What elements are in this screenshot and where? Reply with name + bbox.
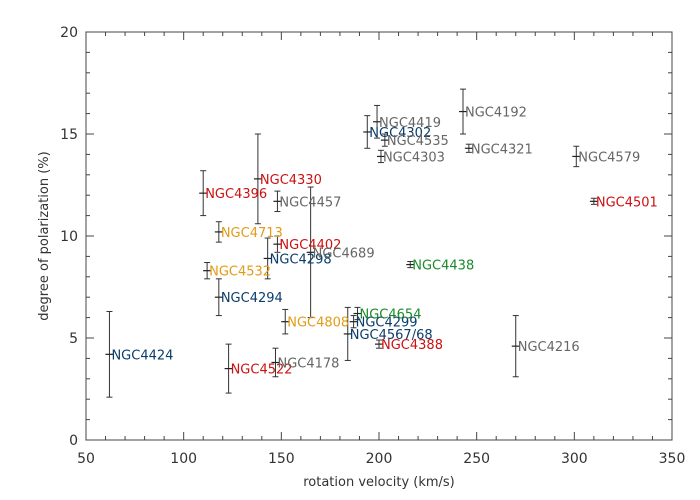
point-label: NGC4654 bbox=[360, 308, 422, 323]
point-label: NGC4689 bbox=[313, 246, 375, 261]
point-label: NGC4178 bbox=[277, 356, 339, 371]
point-label: NGC4302 bbox=[369, 126, 431, 141]
x-tick-label: 150 bbox=[268, 451, 295, 467]
data-point bbox=[376, 149, 385, 164]
x-tick-label: 300 bbox=[561, 451, 588, 467]
point-label: NGC4713 bbox=[221, 226, 283, 241]
data-point bbox=[214, 221, 223, 243]
point-label: NGC4424 bbox=[111, 348, 173, 363]
y-tick-label: 10 bbox=[60, 229, 78, 245]
data-point bbox=[281, 308, 290, 335]
x-tick-label: 350 bbox=[659, 451, 686, 467]
data-point bbox=[306, 186, 315, 319]
data-point bbox=[343, 306, 352, 361]
data-point bbox=[203, 262, 212, 280]
point-label: NGC4396 bbox=[205, 187, 267, 202]
plot-frame bbox=[85, 31, 673, 441]
data-point bbox=[458, 88, 467, 135]
point-label: NGC4299 bbox=[356, 316, 418, 331]
point-label: NGC4402 bbox=[279, 238, 341, 253]
data-point bbox=[253, 133, 262, 225]
data-point bbox=[353, 306, 362, 321]
data-point bbox=[375, 339, 383, 349]
data-point bbox=[380, 133, 389, 147]
data-point bbox=[363, 115, 372, 149]
point-label: NGC4532 bbox=[209, 265, 271, 280]
data-point bbox=[572, 145, 581, 168]
point-label: NGC4419 bbox=[379, 116, 441, 131]
data-point bbox=[224, 343, 233, 394]
data-point bbox=[373, 104, 382, 139]
data-point bbox=[273, 235, 282, 253]
point-label: NGC4579 bbox=[578, 150, 640, 165]
y-tick-label: 20 bbox=[60, 25, 78, 41]
point-label: NGC4438 bbox=[412, 259, 474, 274]
point-label: NGC4522 bbox=[231, 363, 293, 378]
point-label: NGC4388 bbox=[381, 338, 443, 353]
data-point bbox=[273, 190, 282, 213]
data-point bbox=[271, 347, 280, 378]
x-tick-label: 100 bbox=[170, 451, 197, 467]
point-label: NGC4535 bbox=[387, 134, 449, 149]
data-point bbox=[589, 197, 598, 205]
data-point bbox=[105, 310, 114, 398]
point-label: NGC4216 bbox=[518, 340, 580, 355]
point-label: NGC4567/68 bbox=[350, 328, 433, 343]
point-label: NGC4457 bbox=[279, 195, 341, 210]
data-point bbox=[199, 170, 208, 217]
data-point bbox=[511, 315, 520, 378]
data-point bbox=[406, 261, 415, 269]
data-point bbox=[214, 278, 223, 317]
point-label: NGC4330 bbox=[260, 173, 322, 188]
point-label: NGC4294 bbox=[221, 291, 283, 306]
data-point bbox=[349, 315, 358, 329]
x-tick-label: 250 bbox=[463, 451, 490, 467]
y-tick-label: 0 bbox=[69, 433, 78, 449]
data-point bbox=[263, 237, 272, 280]
point-label: NGC4321 bbox=[471, 142, 533, 157]
point-label: NGC4298 bbox=[270, 252, 332, 267]
x-tick-label: 50 bbox=[77, 451, 95, 467]
point-label: NGC4501 bbox=[596, 195, 658, 210]
point-label: NGC4303 bbox=[383, 150, 445, 165]
point-label: NGC4192 bbox=[465, 106, 527, 121]
y-tick-label: 15 bbox=[60, 127, 78, 143]
x-axis-label: rotation velocity (km/s) bbox=[303, 475, 455, 490]
data-point bbox=[464, 143, 473, 153]
x-tick-label: 200 bbox=[366, 451, 393, 467]
y-axis-label: degree of polarization (%) bbox=[37, 151, 52, 320]
point-label: NGC4808 bbox=[287, 316, 349, 331]
y-tick-label: 5 bbox=[69, 331, 78, 347]
